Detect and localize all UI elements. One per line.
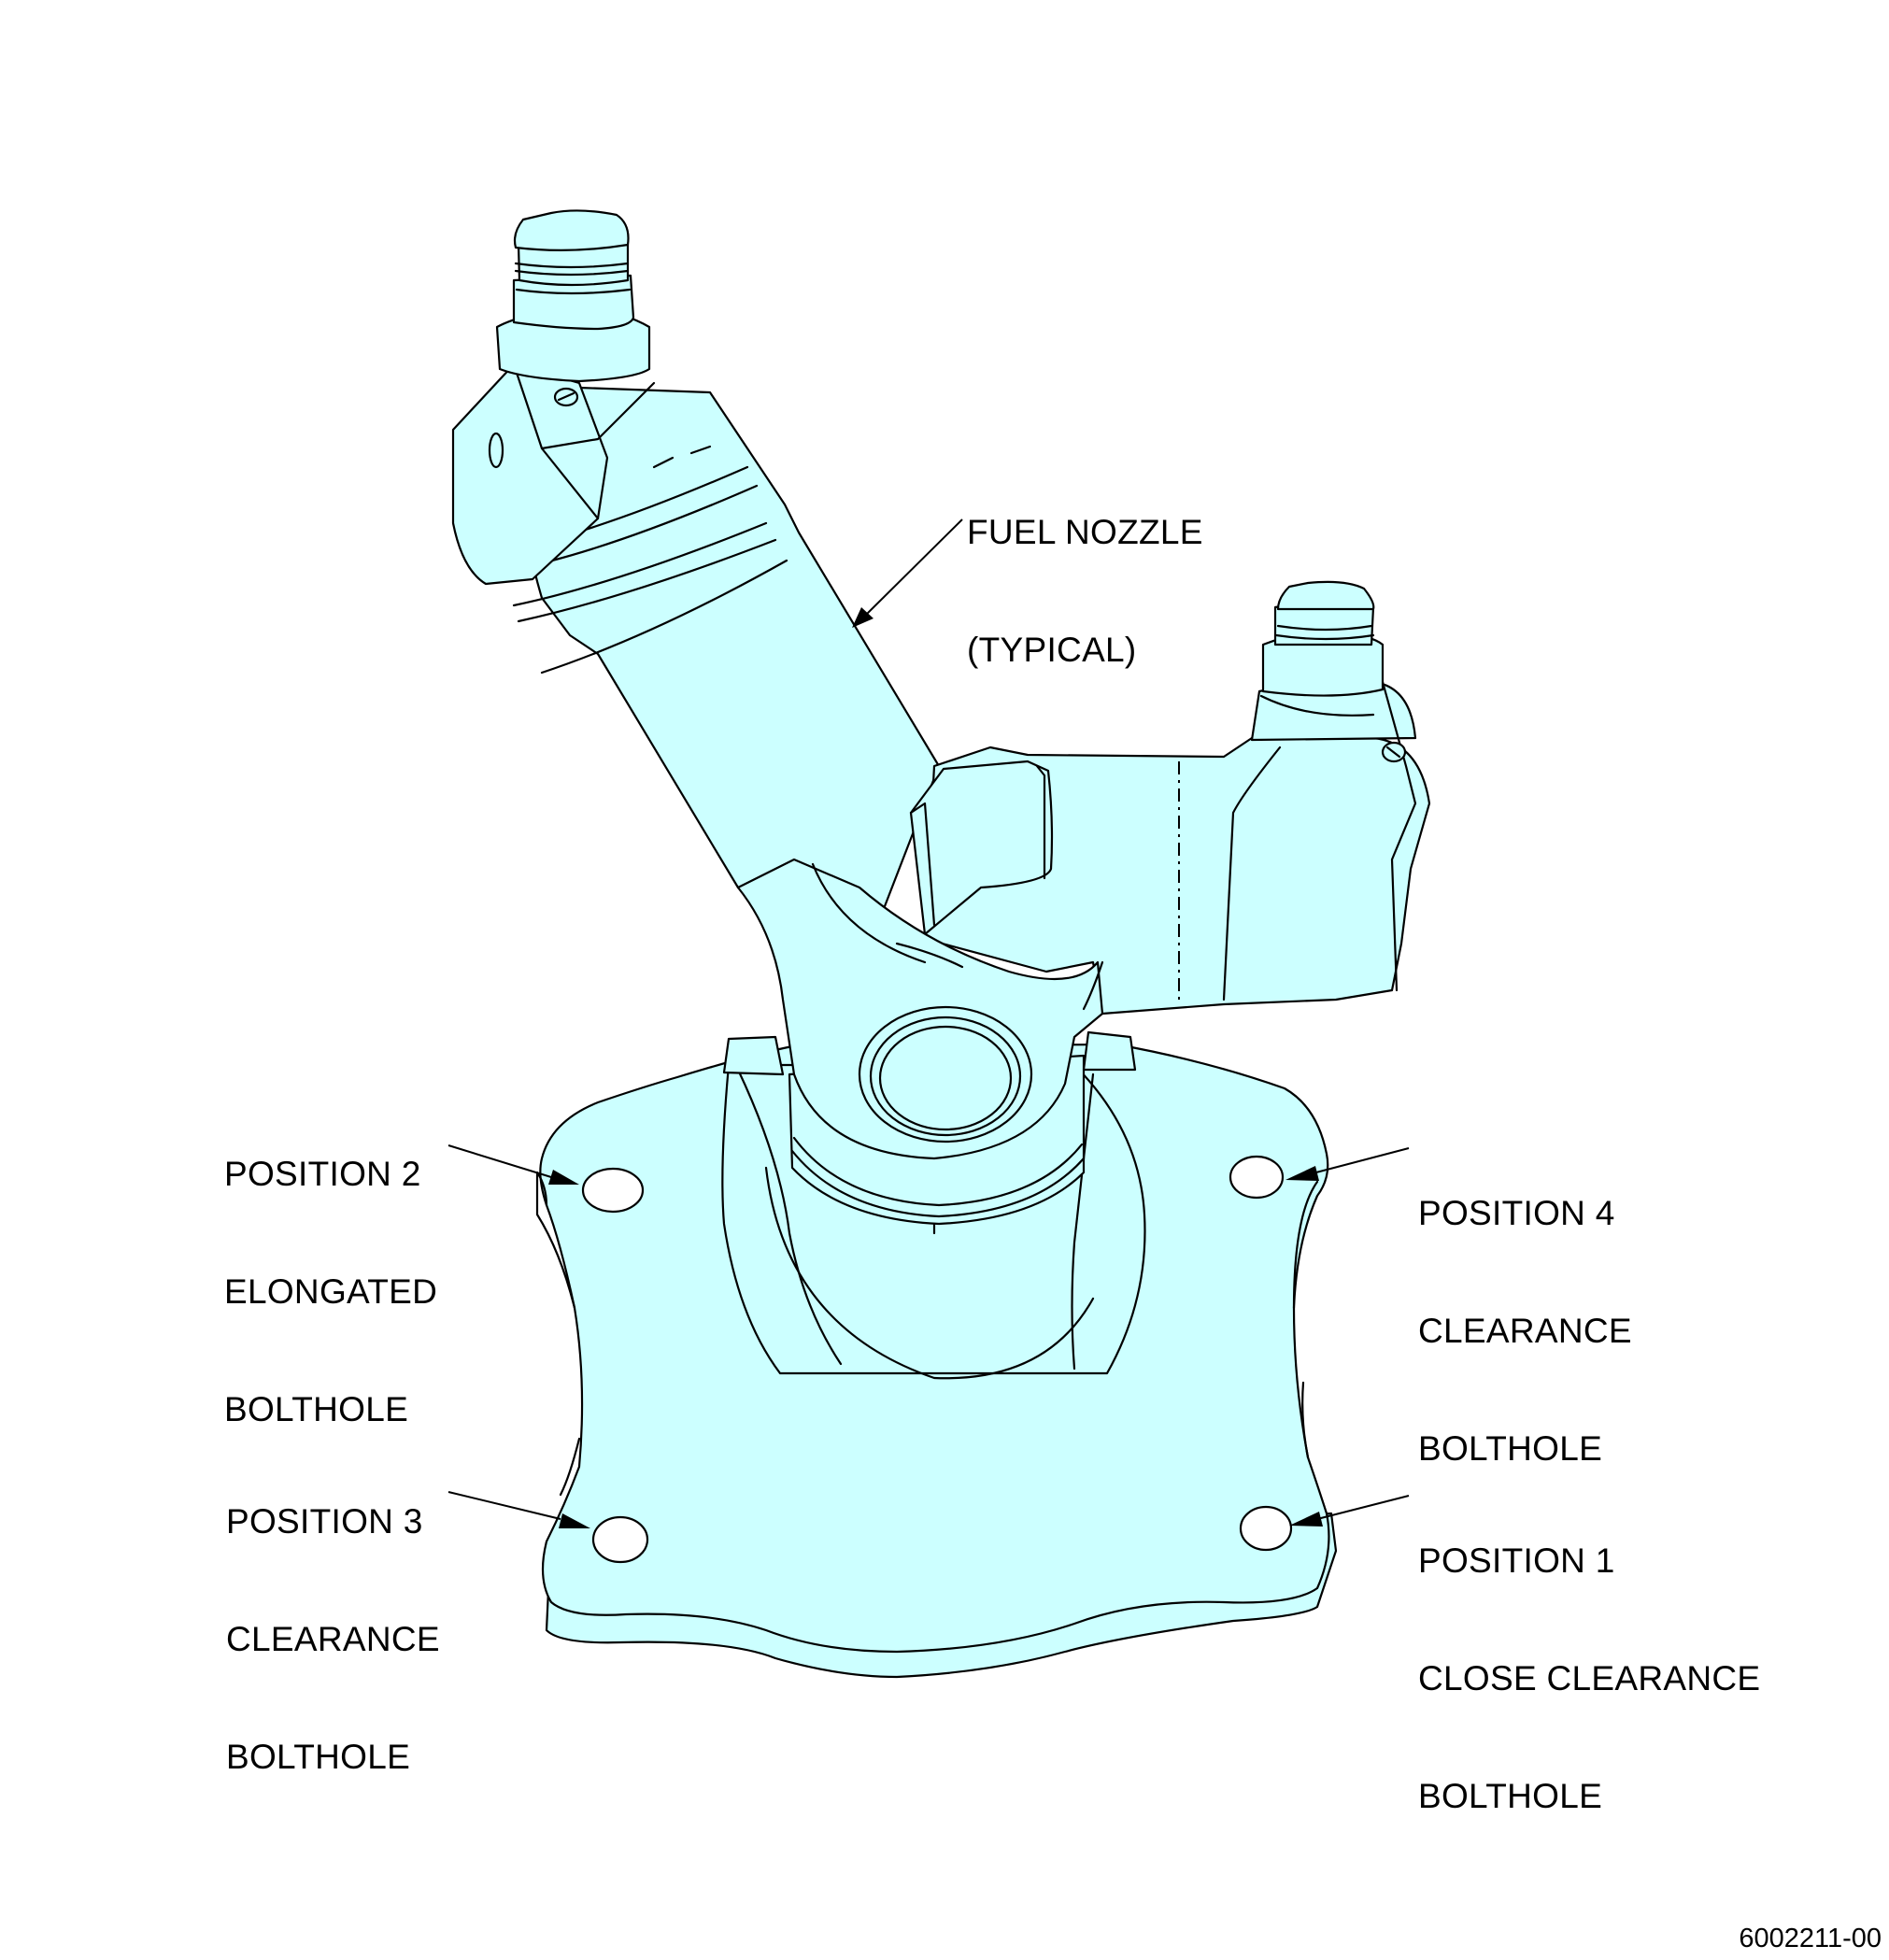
bolthole-position-3 [591, 1515, 649, 1564]
callout-position-3: POSITION 3 CLEARANCE BOLTHOLE [226, 1424, 440, 1816]
callout-fuel-nozzle-line-1: FUEL NOZZLE [967, 513, 1203, 551]
callout-position-3-line-3: BOLTHOLE [226, 1738, 411, 1776]
outlet-bore [858, 1005, 1033, 1143]
bolthole-position-1 [1239, 1505, 1293, 1552]
callout-position-1-line-3: BOLTHOLE [1418, 1777, 1603, 1815]
callout-position-1-line-2: CLOSE CLEARANCE [1418, 1659, 1761, 1697]
fuel-nozzle-side-arm [909, 580, 1431, 1016]
callout-position-3-line-2: CLEARANCE [226, 1620, 440, 1658]
callout-position-2-line-3: BOLTHOLE [224, 1390, 409, 1428]
nozzle-junction [736, 858, 1104, 1160]
callout-position-4-line-1: POSITION 4 [1418, 1194, 1615, 1232]
bolthole-position-4 [1229, 1155, 1285, 1200]
callout-position-3-line-1: POSITION 3 [226, 1502, 423, 1541]
callout-position-2-line-1: POSITION 2 [224, 1155, 421, 1193]
leader-lines [447, 518, 1410, 1528]
callout-position-2-line-2: ELONGATED [224, 1272, 438, 1311]
callout-position-4: POSITION 4 CLEARANCE BOLTHOLE [1418, 1115, 1632, 1508]
callout-fuel-nozzle: FUEL NOZZLE (TYPICAL) [967, 434, 1203, 709]
callout-position-1: POSITION 1 CLOSE CLEARANCE BOLTHOLE [1418, 1463, 1760, 1855]
callout-position-2: POSITION 2 ELONGATED BOLTHOLE [224, 1076, 437, 1469]
callout-position-1-line-1: POSITION 1 [1418, 1541, 1615, 1580]
bolthole-position-2 [581, 1167, 645, 1214]
callout-position-4-line-2: CLEARANCE [1418, 1312, 1632, 1350]
fuel-nozzle-body [451, 209, 941, 973]
callout-position-4-line-3: BOLTHOLE [1418, 1429, 1603, 1468]
callout-fuel-nozzle-line-2: (TYPICAL) [967, 631, 1137, 669]
figure-number: 6002211-00 [1739, 1924, 1882, 1953]
